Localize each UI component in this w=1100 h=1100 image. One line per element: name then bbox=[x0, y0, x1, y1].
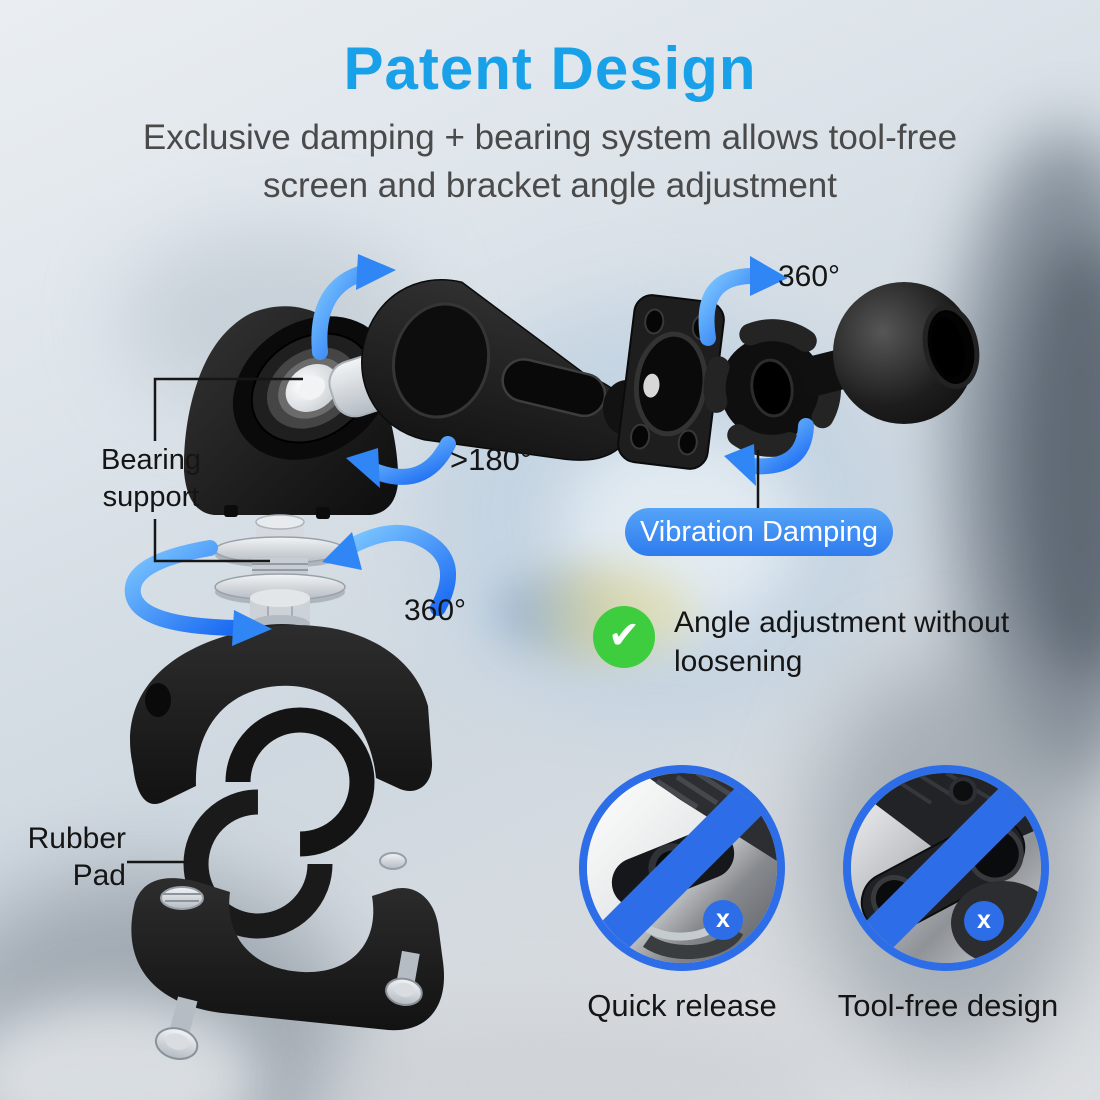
bearing-support-label-line1: Bearing bbox=[101, 444, 201, 476]
rotate-arrow-icon-top bbox=[698, 256, 788, 346]
cross-icon: x bbox=[703, 900, 743, 940]
benefit-text: Angle adjustment without loosening bbox=[674, 603, 1014, 681]
handlebar-clamp-bottom bbox=[131, 852, 445, 1031]
bearing-support-label: Bearing support bbox=[88, 442, 214, 516]
tool-free-caption: Tool-free design bbox=[837, 988, 1059, 1023]
vibration-damping-badge: Vibration Damping bbox=[625, 508, 893, 556]
tool-free-callout-circle: x bbox=[843, 765, 1049, 971]
clamp-bolts bbox=[154, 950, 423, 1060]
page-title: Patent Design bbox=[343, 35, 757, 102]
rotation-label-top: 360° bbox=[778, 260, 841, 293]
rotate-arrow-icon-arm bbox=[311, 254, 396, 360]
bearing-opening bbox=[232, 316, 392, 460]
rotate-arrow-icon-base-right bbox=[322, 524, 457, 616]
swing-range-label: >180° bbox=[450, 442, 533, 477]
rubber-pad-rings bbox=[183, 707, 375, 939]
subtitle-line-1: Exclusive damping + bearing system allow… bbox=[142, 118, 958, 157]
quick-release-callout-circle: x bbox=[579, 765, 785, 971]
bearing-support-label-line2: support bbox=[102, 481, 200, 513]
rubber-pad-label: Rubber Pad bbox=[24, 820, 126, 894]
rotation-label-base: 360° bbox=[404, 594, 467, 627]
subtitle-line-2: screen and bracket angle adjustment bbox=[263, 166, 837, 205]
bearing-stack bbox=[214, 514, 346, 647]
rotate-arrow-icon-claw bbox=[724, 418, 814, 486]
cross-icon: x bbox=[964, 901, 1004, 941]
bearing-support-housing bbox=[183, 306, 424, 519]
ball-mount bbox=[797, 282, 980, 424]
rubber-pad-label-line2: Pad bbox=[72, 859, 126, 892]
benefit-text-line2: loosening bbox=[674, 645, 803, 678]
rotate-arrow-icon-swing bbox=[346, 436, 456, 488]
rubber-pad-label-line1: Rubber bbox=[27, 822, 126, 855]
damping-flange bbox=[617, 294, 725, 470]
swivel-arm bbox=[361, 278, 632, 461]
benefit-text-line1: Angle adjustment without bbox=[674, 606, 1010, 639]
quick-release-caption: Quick release bbox=[587, 988, 777, 1023]
check-icon: ✔ bbox=[593, 606, 655, 668]
rotate-arrow-icon-base-left bbox=[124, 540, 272, 646]
callout-lines bbox=[127, 377, 760, 864]
